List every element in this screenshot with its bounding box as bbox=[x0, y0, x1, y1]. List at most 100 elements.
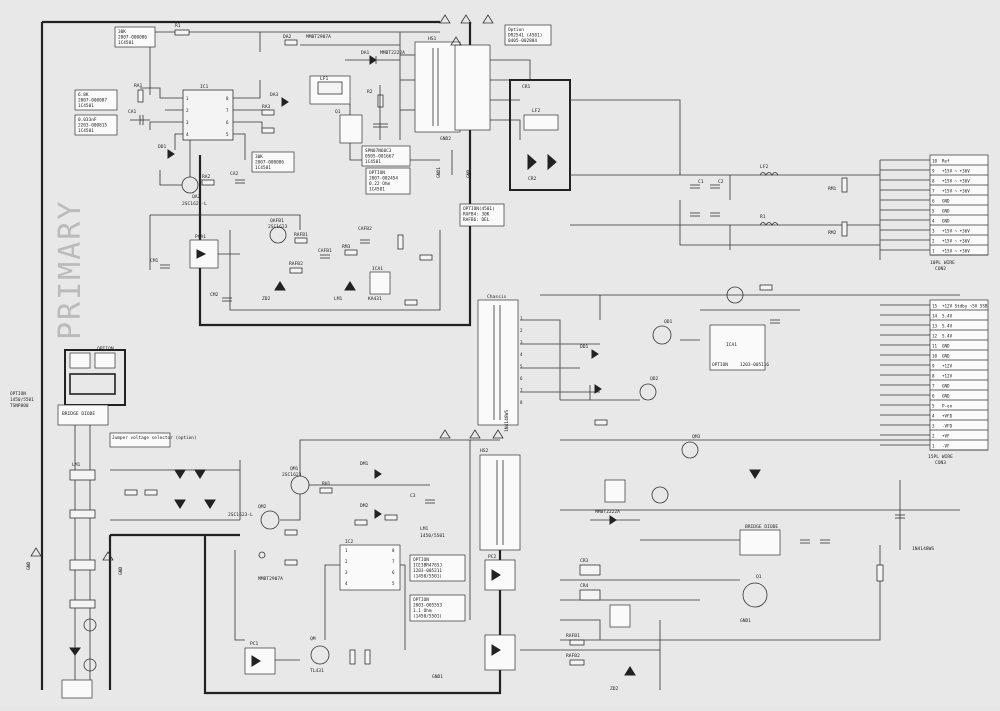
rafb-lower-label: RAFB1 bbox=[566, 633, 580, 639]
note-n9-l3: TSNP800 bbox=[10, 403, 29, 409]
qafb1-part-label: 2SC1623 bbox=[268, 224, 288, 230]
note-n12-l4: (1450/5501) bbox=[413, 614, 442, 620]
r2-label: R2 bbox=[367, 89, 373, 95]
note-n4-l1: 30K bbox=[255, 154, 263, 160]
gnd-lower-label: GND1 bbox=[432, 674, 443, 680]
da1-label: DA1 bbox=[361, 50, 370, 56]
svg-text:5: 5 bbox=[392, 581, 395, 586]
notes-top: 30K 2007-000086 1C4501 6.8K 2007-000087 … bbox=[74, 24, 552, 227]
svg-text:4: 4 bbox=[520, 352, 523, 357]
note-n6-l3: 1C4501 bbox=[365, 159, 381, 165]
connector-pin-label: +12V Stdby ~5V 5SB bbox=[942, 304, 988, 309]
connector-pin-label: -VF bbox=[942, 444, 950, 449]
con3-name: 15PL WIRE bbox=[928, 454, 953, 460]
note-n10-l1: OPTION bbox=[712, 362, 728, 368]
warning-triangles bbox=[439, 14, 504, 439]
note-n5-l1: OPTION bbox=[369, 170, 385, 176]
connector-pin-label: +15V ~ +36V bbox=[942, 179, 970, 184]
chassis-top-label: GND bbox=[466, 169, 472, 178]
note-n11-l2: ICE3BR4765J bbox=[413, 563, 442, 569]
connector-pin-label: GND bbox=[942, 209, 950, 214]
gnd2-label: 1N4148WS bbox=[504, 410, 510, 432]
note-n11-l4: (1450/5501) bbox=[413, 574, 442, 580]
dm-right-label: MMBT2222A bbox=[595, 509, 620, 515]
bridge-label: BRIDGE DIODE bbox=[62, 411, 95, 417]
svg-text:8: 8 bbox=[520, 400, 523, 405]
note-n1-l2: 2007-000086 bbox=[118, 35, 147, 41]
connector-pin-number: 5 bbox=[932, 404, 935, 409]
note-n6-l1: SPN07N60C3 bbox=[365, 148, 392, 154]
connector-pin-label: +12V bbox=[942, 364, 953, 369]
note-n8-l2: DR2541 (4501) bbox=[508, 33, 542, 39]
connector-pin-number: 4 bbox=[932, 414, 935, 419]
connector-pin-number: 7 bbox=[932, 384, 935, 389]
note-n7-l1: OPTION(4501) bbox=[463, 206, 495, 212]
pc1-label: PC1 bbox=[250, 641, 259, 647]
connector-pin-label: GND bbox=[942, 199, 950, 204]
connector-pin-label: +VFD bbox=[942, 414, 953, 419]
connector-pin-number: 3 bbox=[932, 424, 935, 429]
r1-label: R1 bbox=[175, 23, 181, 29]
ic1-support: RA1 CA1 DD1 QA2 2SC1623-L RA2 CA2 RA3 DA… bbox=[128, 83, 289, 207]
qm2-part-label: 2SC1623-L bbox=[228, 512, 253, 518]
con3-ref: CON3 bbox=[935, 460, 946, 466]
connector-pin-number: 7 bbox=[932, 189, 935, 194]
connector-pin-number: 15 bbox=[932, 304, 938, 309]
ra1-label: RA1 bbox=[134, 83, 143, 89]
connector-pin-label: +VF bbox=[942, 434, 950, 439]
gnd1-label: GND2 bbox=[440, 136, 451, 142]
rh1-label: RH1 bbox=[322, 481, 331, 487]
svg-text:2: 2 bbox=[186, 108, 189, 113]
note-n10-l2: 1203-005116 bbox=[740, 362, 769, 368]
connector-pin-label: Ref bbox=[942, 159, 950, 164]
connector-pin-label: GND bbox=[942, 219, 950, 224]
connector-pin-number: 1 bbox=[932, 444, 935, 449]
qm2-label: QM2 bbox=[258, 504, 267, 510]
note-n8-l1: Option bbox=[508, 27, 524, 33]
connector-pin-number: 9 bbox=[932, 364, 935, 369]
c2-label: C2 bbox=[718, 179, 724, 185]
feedback-region: PCA1 QAFB1 2SC1623 RAFB1 RAFB2 CAFB1 RM3… bbox=[149, 214, 441, 311]
note-n3-l2: 2203-000815 bbox=[78, 123, 107, 129]
svg-text:3: 3 bbox=[345, 570, 348, 575]
tl431-label: KA431 bbox=[368, 296, 382, 302]
ca2-label: CA2 bbox=[230, 171, 239, 177]
cr2-label: CR2 bbox=[528, 176, 537, 182]
pc2-label: PC2 bbox=[488, 554, 497, 560]
connector-pin-number: 6 bbox=[932, 394, 935, 399]
gnd-top-label: GND1 bbox=[436, 167, 442, 178]
svg-text:6: 6 bbox=[520, 376, 523, 381]
cm1-label: CM1 bbox=[150, 258, 159, 264]
note-n8-l3: 0405-002884 bbox=[508, 38, 537, 44]
svg-text:4: 4 bbox=[186, 132, 189, 137]
rafb1-label: RAFB1 bbox=[294, 232, 308, 238]
connector-pin-label: -VFD bbox=[942, 424, 953, 429]
input-section: OPTION BRIDGE DIODE OPTION 1450/5501 TSN… bbox=[10, 346, 240, 699]
lf2-label: R1 bbox=[760, 214, 766, 220]
note-n11-l3: 1203-005211 bbox=[413, 568, 442, 574]
connector-pin-label: +15V ~ +36V bbox=[942, 229, 970, 234]
svg-text:7: 7 bbox=[392, 559, 395, 564]
svg-text:7: 7 bbox=[226, 108, 229, 113]
connector-pin-number: 12 bbox=[932, 334, 938, 339]
note-n4-l2: 2007-000086 bbox=[255, 160, 284, 166]
lm1-label: LM1 bbox=[72, 462, 81, 468]
note-n7-l3: RAFB6: DEL bbox=[463, 217, 490, 223]
qa2-label: QA2 bbox=[192, 194, 201, 200]
qm-part-label: TL431 bbox=[310, 668, 324, 674]
con2-ref: CON2 bbox=[935, 266, 946, 272]
ic-regulator-label: ICA1 bbox=[726, 342, 737, 348]
connector-pin-label: GND bbox=[942, 384, 950, 389]
cr3-label: CR3 bbox=[580, 558, 589, 564]
note-n9-l1: OPTION bbox=[10, 391, 26, 397]
connector-pin-number: 13 bbox=[932, 324, 938, 329]
note-n9-l2: 1450/5501 bbox=[10, 397, 34, 403]
qa2-part-label: 2SC1623-L bbox=[182, 201, 207, 207]
qm1-part-label: 2SC1623 bbox=[282, 472, 302, 478]
note-n12-l1: OPTION bbox=[413, 597, 429, 603]
note-n4-l3: 1C4501 bbox=[255, 165, 271, 171]
svg-text:4: 4 bbox=[345, 581, 348, 586]
zd-lower-label: ZD2 bbox=[610, 686, 619, 692]
